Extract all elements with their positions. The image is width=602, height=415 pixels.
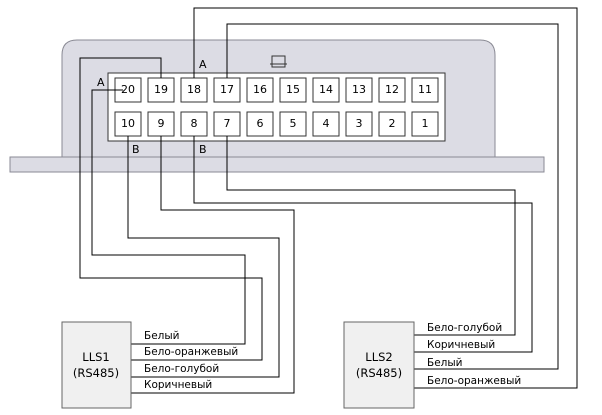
lls1-protocol: (RS485) — [73, 366, 119, 380]
pin-8-label: 8 — [191, 117, 198, 130]
pin-1-label: 1 — [422, 117, 429, 130]
pin-14-label: 14 — [319, 83, 333, 96]
pin-18-label: 18 — [187, 83, 201, 96]
pin-5 — [279, 111, 307, 137]
pin-2 — [378, 111, 406, 137]
pin-5-label: 5 — [290, 117, 297, 130]
lls2-wire-label-3: Белый — [427, 357, 463, 369]
wire-lls1-pin10 — [127, 136, 280, 378]
pin-19-label: 19 — [154, 83, 168, 96]
lls2-protocol: (RS485) — [356, 366, 402, 380]
lls2-wire-label-4: Бело-оранжевый — [427, 375, 521, 387]
lls1-name: LLS1 — [82, 350, 109, 364]
pin-7-label: 7 — [224, 117, 231, 130]
pin-6 — [246, 111, 274, 137]
pin-14 — [312, 77, 340, 103]
wire-lls1-pin20 — [91, 89, 246, 345]
pin-10-label: 10 — [121, 117, 135, 130]
pin-17-label: 17 — [220, 83, 234, 96]
mounting-bar — [9, 156, 545, 173]
pin-17 — [213, 77, 241, 103]
lls1-wire-label-3: Бело-голубой — [144, 363, 219, 375]
pin-12 — [378, 77, 406, 103]
lls2-wire-label-2: Коричневый — [427, 339, 495, 351]
pin-4 — [312, 111, 340, 137]
wire-lls2-pin7 — [226, 136, 516, 336]
pin-18 — [180, 77, 208, 103]
pin-11-label: 11 — [418, 83, 432, 96]
wire-lls2-pin8 — [193, 136, 533, 353]
pin-3 — [345, 111, 373, 137]
pin-16-label: 16 — [253, 83, 267, 96]
pin-2-label: 2 — [389, 117, 396, 130]
wire-lls2-pin18 — [193, 7, 578, 389]
lls1-wire-label-1: Белый — [144, 330, 180, 342]
pin-15-label: 15 — [286, 83, 300, 96]
pin-12-label: 12 — [385, 83, 399, 96]
pin-16 — [246, 77, 274, 103]
lls1-device: LLS1 (RS485) — [61, 321, 132, 409]
pin-3-label: 3 — [356, 117, 363, 130]
pin-13-label: 13 — [352, 83, 366, 96]
pin-20-label: 20 — [121, 83, 135, 96]
pin-row-bottom: 10 9 8 7 6 5 4 3 2 1 — [114, 111, 439, 137]
pin-9-label: 9 — [158, 117, 165, 130]
lls1-wire-label-2: Бело-оранжевый — [144, 346, 238, 358]
pin-13 — [345, 77, 373, 103]
connector-key-icon — [270, 55, 287, 68]
wire-lls2-pin17 — [226, 23, 559, 370]
pin-11 — [411, 77, 439, 103]
wire-lls1-pin9 — [131, 136, 295, 394]
lls2-device: LLS2 (RS485) — [343, 321, 415, 409]
pin-4-label: 4 — [323, 117, 330, 130]
lls2-wire-label-1: Бело-голубой — [427, 322, 502, 334]
pin-1 — [411, 111, 439, 137]
pin-9 — [147, 111, 175, 137]
lls2-name: LLS2 — [365, 350, 392, 364]
pin-6-label: 6 — [257, 117, 264, 130]
marker-b-pin10: B — [132, 143, 140, 156]
pin-19 — [147, 77, 175, 103]
pin-10 — [114, 111, 142, 137]
marker-a-left: A — [97, 76, 105, 89]
wire-lls1-pin19 — [79, 57, 263, 361]
pin-15 — [279, 77, 307, 103]
marker-b-pin8: B — [199, 143, 207, 156]
lls1-wire-label-4: Коричневый — [144, 379, 212, 391]
marker-a-top: A — [199, 58, 207, 71]
